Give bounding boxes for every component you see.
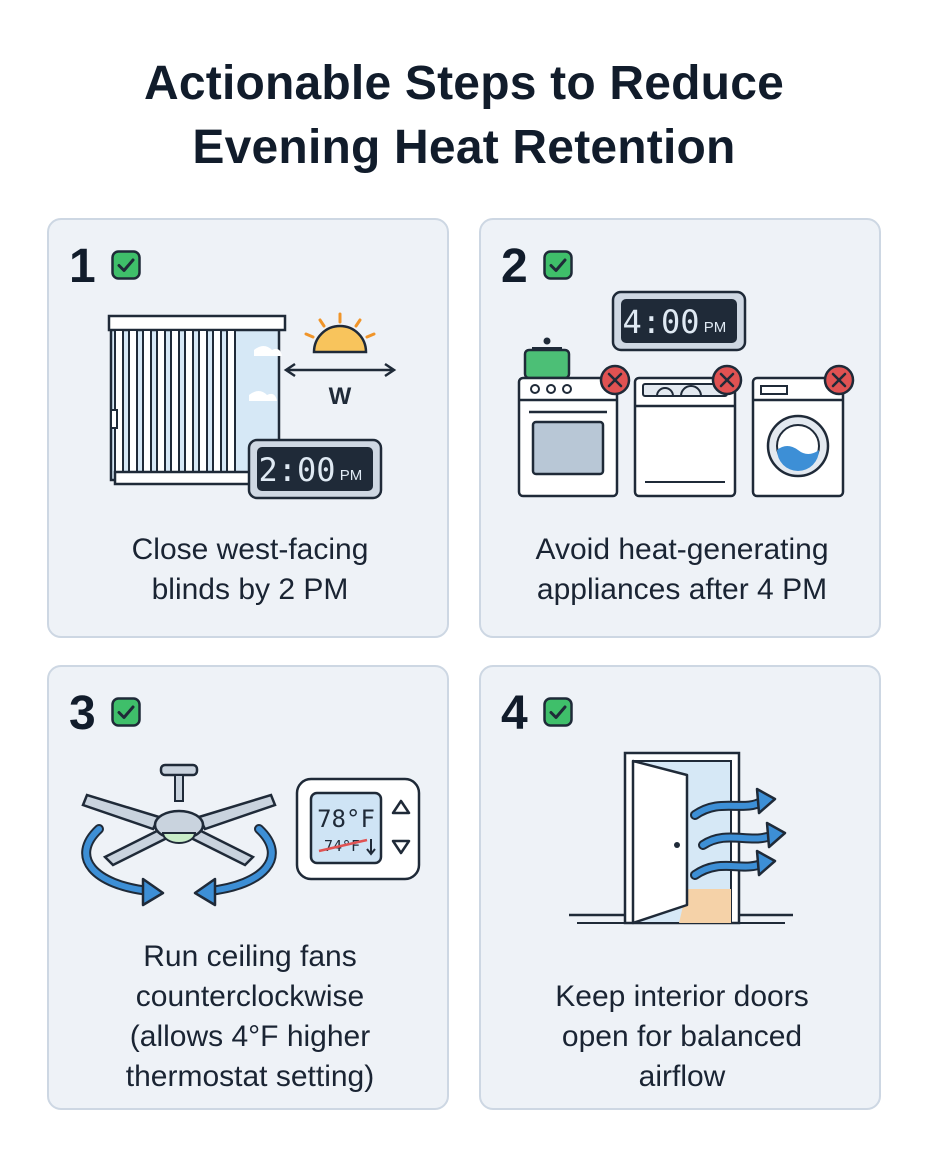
- step-card-1: 1: [47, 218, 449, 638]
- step-caption: Run ceiling fans counterclockwise (allow…: [125, 940, 375, 1093]
- sun-icon: [283, 312, 397, 378]
- direction-label: W: [329, 383, 352, 410]
- clock-time: 2:00: [258, 451, 335, 489]
- triangle-up-icon: [391, 799, 411, 815]
- washing-machine-icon: [751, 376, 845, 498]
- step-card-4: 4 Keep interior doo: [479, 665, 881, 1110]
- clock-suffix: PM: [704, 319, 727, 336]
- step-caption: Keep interior doors open for balanced ai…: [555, 980, 809, 1093]
- step-card-3: 3 78°F 74°F: [47, 665, 449, 1110]
- x-circle-icon: [823, 364, 855, 396]
- step-number: 1: [69, 240, 96, 293]
- title-line-2: Evening Heat Retention: [192, 121, 736, 174]
- check-icon: [543, 697, 573, 727]
- check-icon: [543, 250, 573, 280]
- step-1-illustration: W 2:00 PM: [107, 312, 397, 500]
- check-icon: [111, 697, 141, 727]
- step-number: 3: [69, 687, 96, 740]
- check-icon: [111, 250, 141, 280]
- airflow-arrow-icon: [698, 821, 787, 850]
- digital-clock-icon: 4:00 PM: [611, 290, 747, 352]
- title-line-1: Actionable Steps to Reduce: [144, 57, 784, 110]
- step-number: 4: [501, 687, 528, 740]
- digital-clock-icon: 2:00 PM: [247, 438, 383, 500]
- dishwasher-icon: [633, 376, 737, 498]
- airflow-arrow-icon: [690, 787, 777, 820]
- step-card-2: 2 4:00 PM: [479, 218, 881, 638]
- clock-suffix: PM: [340, 467, 363, 484]
- stove-icon: [517, 337, 619, 498]
- ceiling-fan-icon: [81, 763, 277, 907]
- airflow-arrow-icon: [690, 849, 777, 880]
- step-number: 2: [501, 240, 528, 293]
- x-circle-icon: [599, 364, 631, 396]
- thermostat-icon: 78°F 74°F: [295, 777, 421, 881]
- step-3-illustration: 78°F 74°F: [81, 763, 421, 907]
- arrow-down-icon: [366, 839, 376, 856]
- step-2-illustration: 4:00 PM: [517, 290, 855, 498]
- triangle-down-icon: [391, 839, 411, 855]
- page-title: Actionable Steps to Reduce Evening Heat …: [0, 52, 928, 180]
- step-caption: Close west-facing blinds by 2 PM: [131, 533, 369, 606]
- x-circle-icon: [711, 364, 743, 396]
- step-4-illustration: [569, 751, 793, 925]
- clock-time: 4:00: [622, 303, 699, 341]
- thermostat-value: 78°F: [317, 805, 375, 833]
- step-caption: Avoid heat-generating appliances after 4…: [535, 533, 829, 606]
